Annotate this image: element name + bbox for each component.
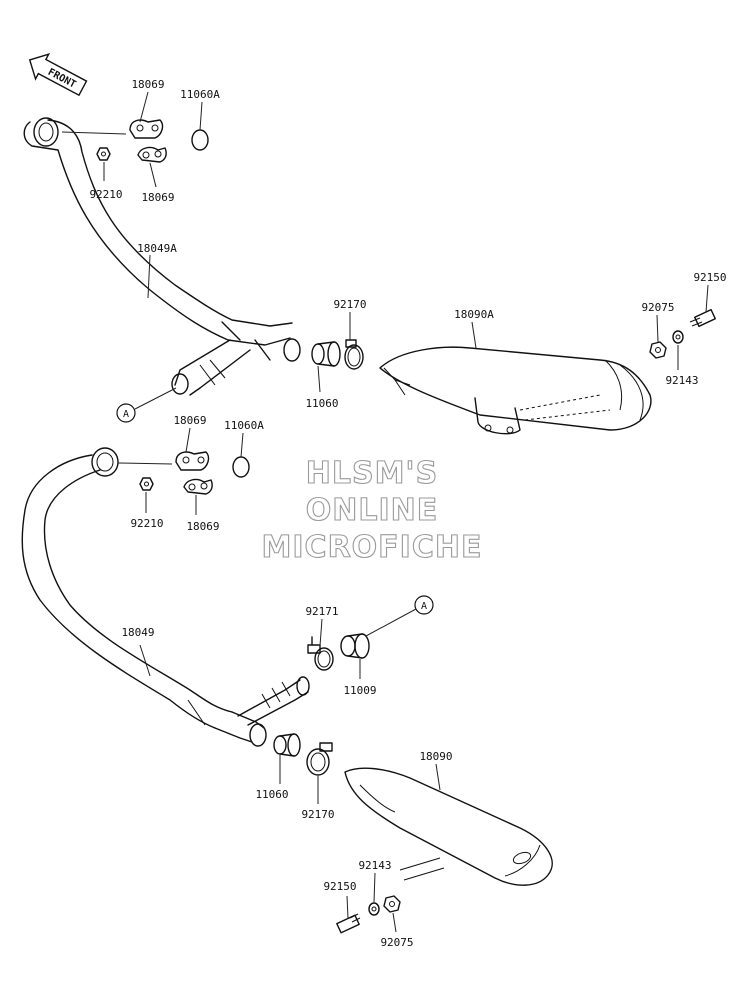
muffler-18090 [344, 767, 553, 886]
label-lower-18049: 18049 [121, 626, 154, 639]
label-upper-11060A: 11060A [180, 88, 220, 101]
nut-92075-upper [649, 341, 667, 359]
nut-92210-lower [139, 477, 154, 491]
nut-92075-lower [383, 895, 401, 913]
label-lower-11009: 11009 [343, 684, 376, 697]
washer-92143-upper [672, 330, 684, 344]
label-lower-92170: 92170 [301, 808, 334, 821]
bolt-92150-lower [336, 913, 361, 934]
nut-92210-upper [96, 147, 111, 161]
leader-lines [61, 91, 709, 933]
label-upper-92075: 92075 [641, 301, 674, 314]
label-lower-92171: 92171 [305, 605, 338, 618]
gasket-11009 [340, 633, 370, 659]
watermark-line3: MICROFICHE [262, 530, 483, 565]
muffler-18090A [379, 346, 652, 435]
watermark-line2: ONLINE [306, 493, 439, 528]
label-upper-11060: 11060 [305, 397, 338, 410]
clamp-92170-upper [344, 339, 364, 370]
exhaust-pipe-18049 [21, 447, 310, 747]
gasket-11060-upper [311, 341, 341, 367]
exhaust-pipe-18049A [23, 117, 301, 396]
clamp-18069-lower [175, 451, 213, 495]
label-lower-92143: 92143 [358, 859, 391, 872]
label-upper-18090A: 18090A [454, 308, 494, 321]
callout-a-lower: A [365, 595, 434, 637]
front-arrow-icon [28, 53, 88, 97]
label-lower-11060A: 11060A [224, 419, 264, 432]
label-lower-92075: 92075 [380, 936, 413, 949]
callout-a-upper: A [116, 387, 177, 423]
watermark: HLSM'S ONLINE MICROFICHE [261, 455, 483, 565]
label-upper-92150: 92150 [693, 271, 726, 284]
label-upper-92143: 92143 [665, 374, 698, 387]
clamp-92170-lower [306, 742, 333, 776]
label-lower-18069-bottom: 18069 [186, 520, 219, 533]
gasket-11060-lower [273, 733, 301, 757]
label-upper-18049A: 18049A [137, 242, 177, 255]
label-upper-18069-top: 18069 [131, 78, 164, 91]
watermark-line1: HLSM'S [306, 456, 438, 491]
label-lower-18069-top: 18069 [173, 414, 206, 427]
label-lower-92210: 92210 [130, 517, 163, 530]
gasket-11060A-upper [191, 129, 209, 151]
clamp-18069-upper [129, 119, 167, 163]
label-upper-92210: 92210 [89, 188, 122, 201]
callout-a-upper-label: A [123, 409, 129, 420]
label-upper-18069-bottom: 18069 [141, 191, 174, 204]
callout-a-lower-label: A [421, 601, 427, 612]
washer-92143-lower [368, 902, 380, 916]
front-arrow: FRONT [28, 53, 88, 97]
label-upper-92170: 92170 [333, 298, 366, 311]
label-lower-18090: 18090 [419, 750, 452, 763]
label-lower-92150: 92150 [323, 880, 356, 893]
bolt-92150-upper [689, 308, 716, 328]
clamp-92171 [307, 636, 334, 671]
part-labels: 18069 11060A 92210 18069 18049A 92170 11… [89, 78, 726, 949]
gasket-11060A-lower [232, 456, 250, 478]
label-lower-11060: 11060 [255, 788, 288, 801]
